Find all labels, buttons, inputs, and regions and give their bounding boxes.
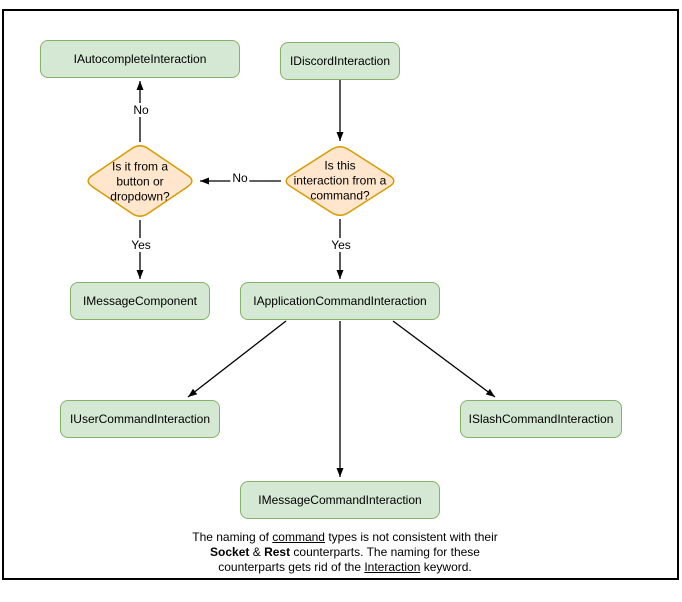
caption-underlined-command: command: [272, 530, 325, 544]
edge-label-no-autocomplete: No: [131, 103, 151, 117]
decision-line: Is this: [324, 158, 356, 173]
decision-line: dropdown?: [110, 189, 170, 204]
edge-to-user-command: [187, 320, 287, 398]
node-discord-interaction: IDiscordInteraction: [280, 42, 400, 80]
caption-line-2: Socket & Rest counterparts. The naming f…: [145, 545, 545, 560]
decision-line: button or: [116, 174, 164, 189]
decision-line: command?: [310, 188, 370, 203]
caption-underlined-interaction: Interaction: [364, 560, 421, 574]
node-message-component: IMessageComponent: [70, 282, 210, 320]
edge-label-yes-message-component: Yes: [129, 238, 153, 252]
caption-note: The naming of command types is not consi…: [145, 530, 545, 575]
node-slash-command-interaction: ISlashCommandInteraction: [460, 400, 622, 438]
node-user-command-interaction: IUserCommandInteraction: [60, 400, 220, 438]
node-application-command-interaction: IApplicationCommandInteraction: [240, 282, 440, 320]
decision-text-from-command: Is this interaction from a command?: [275, 159, 405, 204]
caption-text: keyword.: [420, 560, 472, 574]
edge-label-yes-application-command: Yes: [329, 238, 353, 252]
caption-bold-rest: Rest: [264, 545, 291, 559]
decision-diamond-button-or-dropdown: [87, 145, 193, 217]
decision-line: Is it from a: [111, 159, 168, 174]
caption-line-3: counterparts gets rid of the Interaction…: [145, 560, 545, 575]
decision-text-button-or-dropdown: Is it from a button or dropdown?: [85, 160, 195, 205]
caption-line-1: The naming of command types is not consi…: [145, 530, 545, 545]
node-message-command-interaction: IMessageCommandInteraction: [240, 481, 440, 519]
caption-text: types is not consistent with their: [324, 530, 498, 544]
diagram-border-frame: [2, 9, 679, 580]
node-autocomplete-interaction: IAutocompleteInteraction: [40, 40, 240, 78]
caption-text: counterparts gets rid of the: [218, 560, 365, 574]
edge-to-slash-command: [392, 320, 496, 398]
caption-text: The naming of: [192, 530, 273, 544]
edge-label-no-between-decisions: No: [230, 171, 250, 185]
caption-bold-socket: Socket: [210, 545, 250, 559]
decision-line: interaction from a: [293, 173, 387, 188]
decision-diamond-from-command: [285, 145, 395, 217]
caption-text: counterparts. The naming for these: [290, 545, 480, 559]
caption-text: &: [249, 545, 265, 559]
